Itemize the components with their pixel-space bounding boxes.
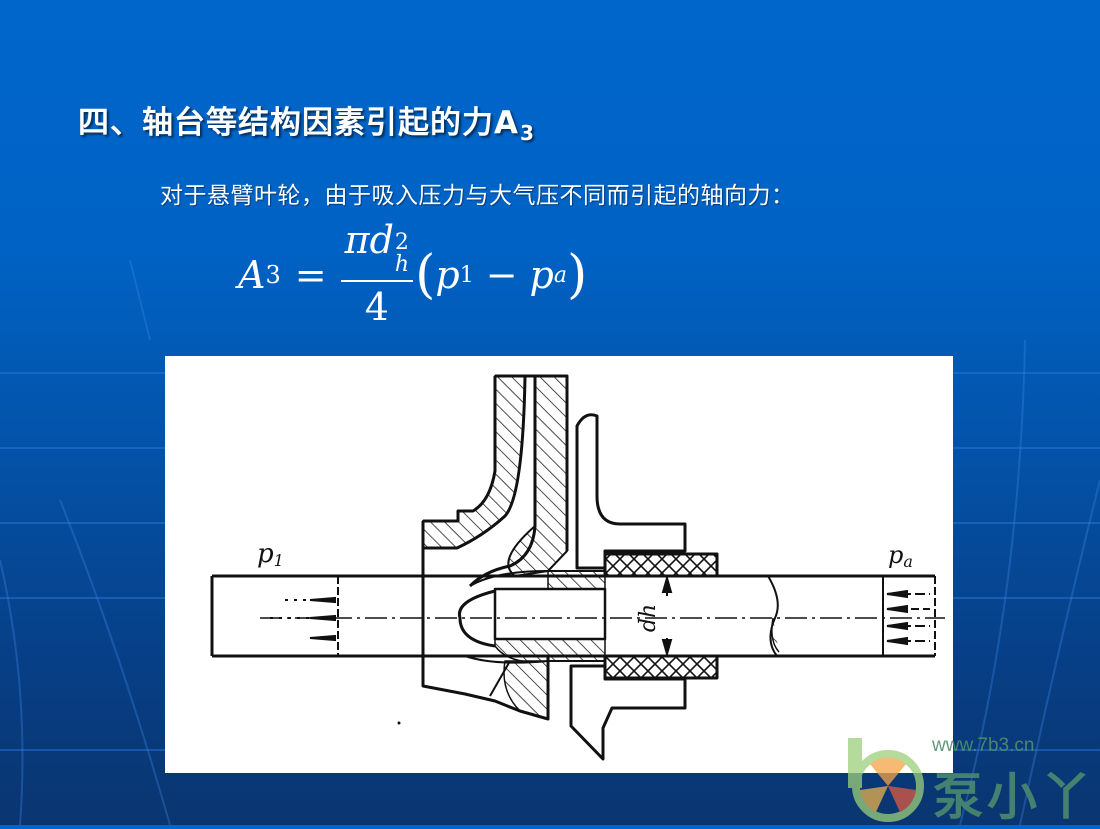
label-pa: pa [888,541,913,571]
slide-title-text: 四、轴台等结构因素引起的力A [78,105,519,141]
slide-title-subscript: 3 [520,121,535,145]
formula-denominator: 4 [364,285,389,329]
slide-subtitle: 对于悬臂叶轮，由于吸入压力与大气压不同而引起的轴向力： [160,183,795,209]
formula-d-sup: 2 [394,230,409,255]
watermark-brand: 泵小丫 [933,768,1095,826]
formula-d: d [369,218,394,262]
formula-pa: p [529,253,554,297]
formula-close-paren: ) [566,245,588,305]
formula-p1-sub: 1 [459,262,474,288]
label-p1: p1 [257,539,284,570]
formula-lhs-sub: 3 [265,261,281,289]
impeller-shaft-drawing: p1 pa dh [210,374,945,761]
watermark-url: www.7b3.cn [932,735,1035,756]
formula-p1: p [435,253,460,297]
formula-lhs: A [238,253,266,297]
formula-equals: = [294,253,327,297]
formula-pi: π [344,218,370,262]
formula-d-sub: h [394,252,410,277]
cantilever-impeller-diagram: p1 pa dh [165,356,953,773]
formula-open-paren: ( [415,245,436,305]
label-dh: dh [636,604,661,632]
watermark-logo-icon [848,738,924,822]
formula-pa-sub: a [553,262,567,288]
slide-title: 四、轴台等结构因素引起的力A3 [78,97,535,145]
formula-minus: − [485,253,518,297]
